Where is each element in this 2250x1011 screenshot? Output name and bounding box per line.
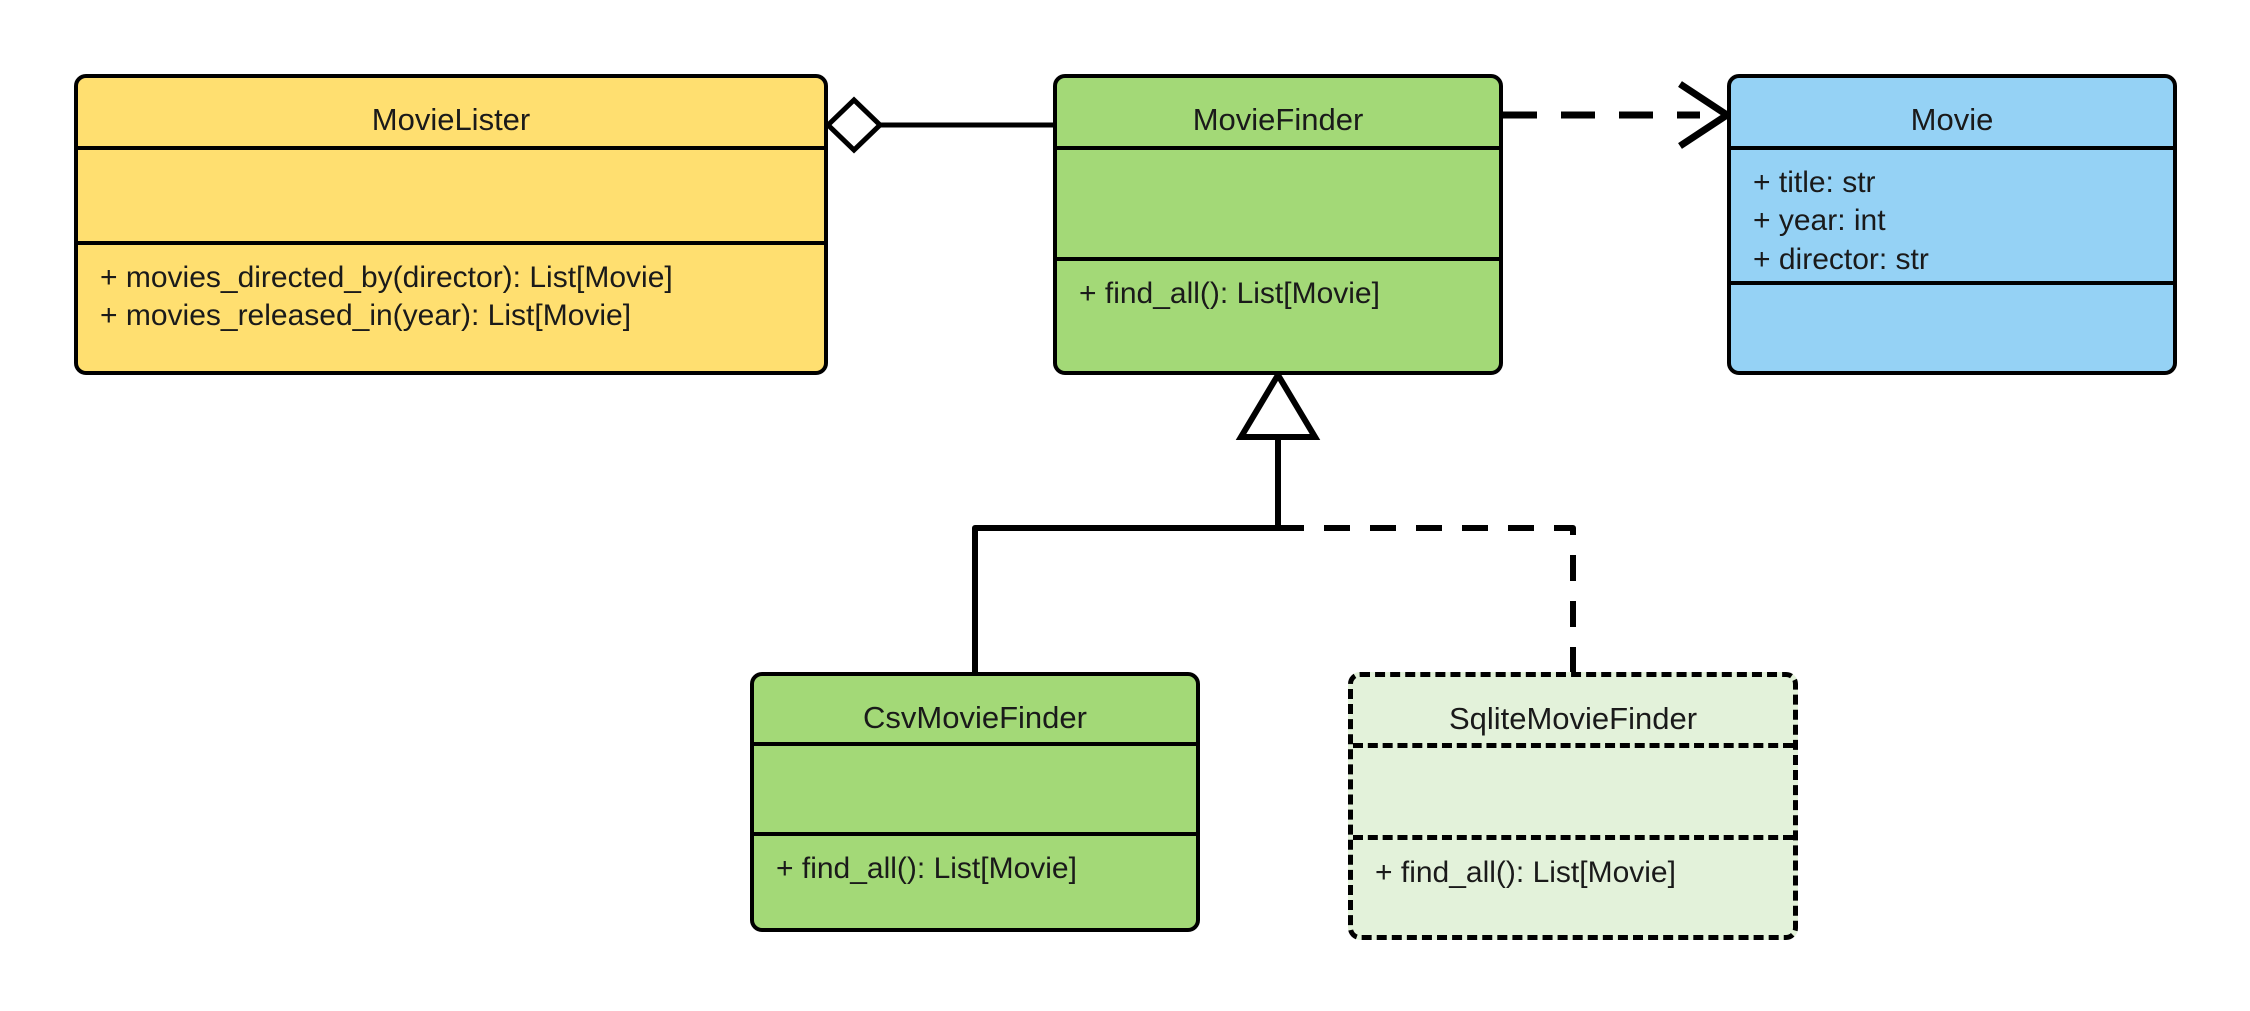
- class-attributes-movie: + title: str + year: int + director: str: [1731, 146, 2173, 281]
- class-header-sqlitemoviefinder: SqliteMovieFinder: [1353, 677, 1793, 743]
- sqlite-branch-line: [1278, 525, 1576, 672]
- method-item: + movies_released_in(year): List[Movie]: [100, 299, 632, 333]
- generalization-branch-csv: [972, 525, 1278, 672]
- class-methods-sqlitemoviefinder: + find_all(): List[Movie]: [1353, 835, 1793, 935]
- class-methods-movie: [1731, 281, 2173, 371]
- class-methods-movielister: + movies_directed_by(director): List[Mov…: [78, 241, 824, 371]
- method-list-csvmoviefinder: + find_all(): List[Movie]: [754, 836, 1196, 898]
- class-box-csvmoviefinder[interactable]: CsvMovieFinder + find_all(): List[Movie]: [750, 672, 1200, 932]
- class-header-movie: Movie: [1731, 78, 2173, 146]
- generalization-head: [1235, 369, 1321, 528]
- class-name-sqlitemoviefinder: SqliteMovieFinder: [1448, 701, 1698, 736]
- method-list-movielister: + movies_directed_by(director): List[Mov…: [78, 245, 824, 346]
- class-attributes-csvmoviefinder: [754, 742, 1196, 832]
- class-name-movie: Movie: [1910, 102, 1994, 137]
- attribute-list-movie: + title: str + year: int + director: str: [1731, 150, 2173, 289]
- method-list-movie: [1731, 285, 2173, 309]
- class-name-csvmoviefinder: CsvMovieFinder: [863, 700, 1087, 735]
- attribute-list-sqlitemoviefinder: [1353, 748, 1793, 772]
- attribute-item: + title: str: [1753, 166, 1876, 199]
- class-name-moviefinder: MovieFinder: [1192, 102, 1364, 137]
- class-box-sqlitemoviefinder[interactable]: SqliteMovieFinder + find_all(): List[Mov…: [1348, 672, 1798, 940]
- hollow-triangle-icon: [1235, 369, 1321, 440]
- class-name-movielister: MovieLister: [371, 102, 531, 137]
- class-header-moviefinder: MovieFinder: [1057, 78, 1499, 146]
- class-attributes-sqlitemoviefinder: [1353, 743, 1793, 835]
- method-item: + find_all(): List[Movie]: [1375, 856, 1676, 889]
- hollow-diamond-icon: [824, 96, 884, 154]
- attribute-item: + director: str: [1753, 242, 1929, 276]
- method-list-sqlitemoviefinder: + find_all(): List[Movie]: [1353, 840, 1793, 902]
- class-attributes-moviefinder: [1057, 146, 1499, 257]
- dependency-connector: [1503, 81, 1734, 149]
- class-box-movie[interactable]: Movie + title: str + year: int + directo…: [1727, 74, 2177, 375]
- class-methods-moviefinder: + find_all(): List[Movie]: [1057, 257, 1499, 371]
- attribute-list-moviefinder: [1057, 150, 1499, 174]
- attribute-item: + year: int: [1753, 204, 1886, 238]
- class-header-movielister: MovieLister: [78, 78, 824, 146]
- class-attributes-movielister: [78, 146, 824, 241]
- method-item: + find_all(): List[Movie]: [1079, 277, 1380, 310]
- class-box-movielister[interactable]: MovieLister + movies_directed_by(directo…: [74, 74, 828, 375]
- aggregation-connector: [824, 96, 1053, 154]
- attribute-list-movielister: [78, 150, 824, 174]
- method-item: + movies_directed_by(director): List[Mov…: [100, 261, 673, 294]
- csv-branch-line: [972, 525, 1278, 672]
- open-arrow-icon: [1678, 81, 1734, 149]
- class-box-moviefinder[interactable]: MovieFinder + find_all(): List[Movie]: [1053, 74, 1503, 375]
- class-header-csvmoviefinder: CsvMovieFinder: [754, 676, 1196, 742]
- class-methods-csvmoviefinder: + find_all(): List[Movie]: [754, 832, 1196, 928]
- method-list-moviefinder: + find_all(): List[Movie]: [1057, 261, 1499, 323]
- method-item: + find_all(): List[Movie]: [776, 852, 1077, 885]
- generalization-branch-sqlite: [1278, 525, 1576, 672]
- attribute-list-csvmoviefinder: [754, 746, 1196, 770]
